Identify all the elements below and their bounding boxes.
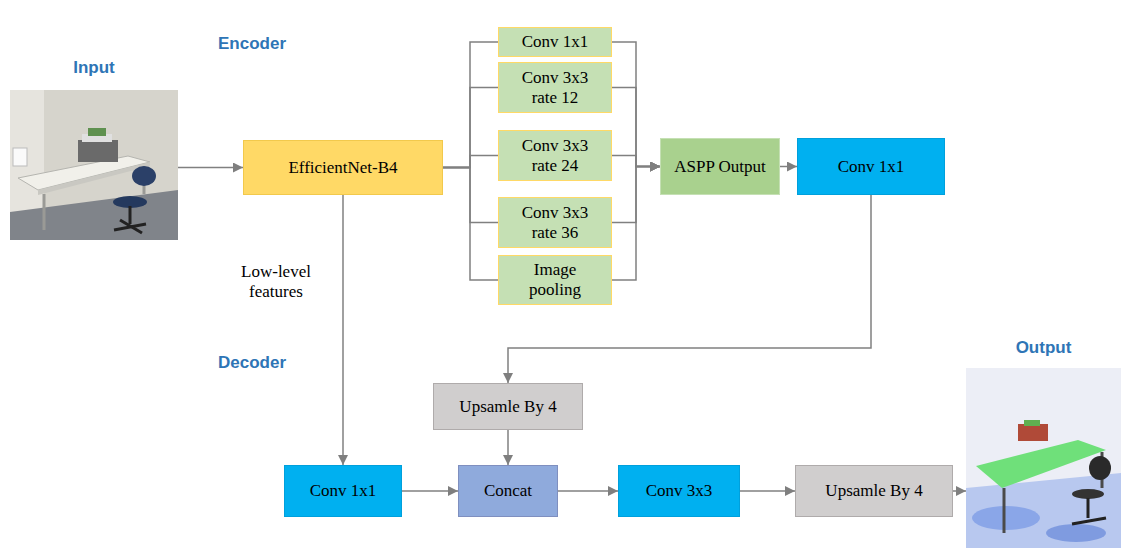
flow-arrow: [342, 195, 344, 465]
flow-arrow: [740, 490, 795, 492]
conv-box: Conv 1x1: [797, 138, 945, 195]
box-label: Conv 3x3 rate 24: [513, 136, 597, 175]
flow-arrow: [507, 430, 509, 465]
image-title: Output: [966, 338, 1121, 358]
box-label: Conv 1x1: [522, 32, 589, 52]
flow-arrow: [612, 88, 660, 167]
flow-arrow: [508, 195, 871, 383]
backbone-box: EfficientNet-B4: [243, 140, 443, 195]
upsample-box: Upsamle By 4: [795, 465, 953, 517]
conv-box: Conv 1x1: [284, 465, 402, 517]
box-label: Upsamle By 4: [459, 397, 556, 417]
flow-arrow: [402, 490, 458, 492]
aspp-branch: Conv 3x3 rate 36: [498, 197, 612, 248]
green-item: [88, 128, 106, 136]
aspp-output-box: ASPP Output: [660, 138, 780, 195]
encoder-panel: EncoderEfficientNet-B4Conv 1x1Conv 3x3 r…: [192, 8, 1095, 323]
aspp-branch: Conv 3x3 rate 12: [498, 62, 612, 113]
render-bg: [966, 368, 1121, 548]
output-image: Output: [966, 368, 1121, 548]
input-photo: [10, 90, 178, 240]
box-label: Conv 3x3: [646, 481, 713, 501]
aspp-branch: Image pooling: [498, 255, 612, 305]
box-label: EfficientNet-B4: [288, 158, 397, 178]
flow-arrow: [178, 167, 243, 169]
chair-pole: [1087, 498, 1090, 518]
feature-label: Low-level features: [226, 262, 326, 303]
flow-arrow: [612, 167, 660, 281]
flow-arrow: [443, 42, 498, 168]
chair-pole: [129, 206, 132, 224]
chair-back: [132, 166, 156, 186]
floor-patch: [972, 506, 1040, 530]
chair-base: [1072, 518, 1106, 524]
flow-arrow: [953, 490, 966, 492]
section-title: Encoder: [218, 34, 286, 54]
chair-back: [1089, 456, 1111, 480]
chair-seat: [1072, 489, 1104, 499]
section-title: Decoder: [218, 353, 286, 373]
box-label: Conv 3x3 rate 12: [513, 68, 597, 107]
floor: [966, 473, 1121, 548]
desk-leg: [43, 194, 46, 230]
aspp-branch: Conv 3x3 rate 24: [498, 130, 612, 181]
input-image: Input: [10, 90, 178, 240]
printer: [78, 140, 118, 162]
desk: [976, 440, 1106, 488]
box-label: Image pooling: [513, 260, 597, 299]
flow-arrow: [443, 88, 498, 168]
flow-arrow: [443, 168, 498, 281]
flow-arrow: [612, 156, 660, 167]
aspp-branch: Conv 1x1: [498, 27, 612, 57]
box-label: Conv 1x1: [310, 481, 377, 501]
flow-arrow: [558, 490, 618, 492]
paper: [13, 148, 27, 166]
floor-patch: [1046, 524, 1106, 542]
flow-arrow: [443, 156, 498, 168]
upsample-box: Upsamle By 4: [433, 383, 583, 430]
flow-arrow: [780, 166, 797, 168]
decoder-panel: DecoderUpsamle By 4 Conv 1x1 Concat Conv 3x…: [192, 325, 1095, 550]
concat-box: Concat: [458, 465, 558, 517]
box-label: ASPP Output: [674, 157, 765, 177]
image-title: Input: [10, 58, 178, 78]
flow-arrow: [612, 42, 660, 167]
green-item: [1024, 420, 1040, 426]
output-render: [966, 368, 1121, 548]
conv-box: Conv 3x3: [618, 465, 740, 517]
wall: [10, 90, 178, 240]
box-label: Conv 1x1: [838, 157, 905, 177]
printer: [1018, 424, 1048, 441]
carpet: [10, 190, 178, 240]
box-label: Concat: [484, 481, 532, 501]
box-label: Conv 3x3 rate 36: [513, 203, 597, 242]
chair-base: [120, 220, 142, 233]
desk-leg: [1003, 488, 1006, 533]
box-label: Upsamle By 4: [825, 481, 922, 501]
